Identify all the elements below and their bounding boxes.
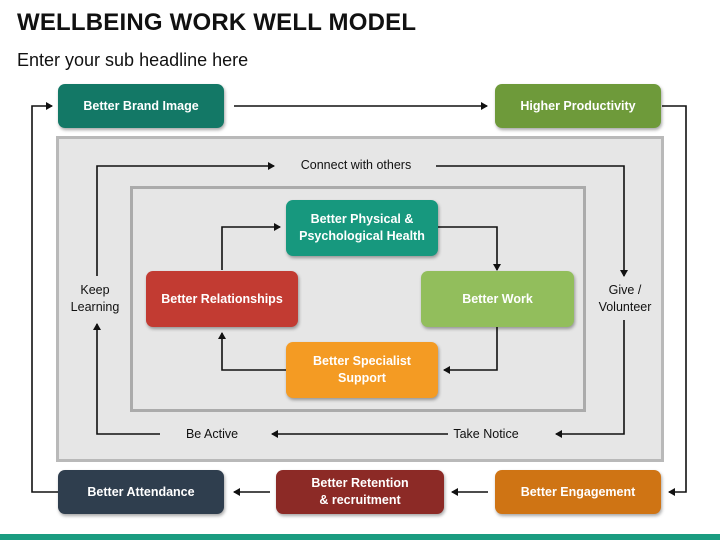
arrow-support-to-relationships: [218, 332, 286, 371]
better-engagement-box: Better Engagement: [495, 470, 661, 514]
arrow-learning-to-connect: [96, 162, 275, 276]
better-specialist-support-box: Better Specialist Support: [286, 342, 438, 398]
bottom-accent-bar: [0, 534, 720, 540]
give-volunteer-label: Give / Volunteer: [598, 283, 652, 314]
connect-with-others-label: Connect with others: [300, 158, 412, 172]
arrow-connect-to-give: [436, 165, 628, 277]
arrow-active-to-learning: [93, 323, 160, 435]
better-attendance-box: Better Attendance: [58, 470, 224, 514]
page-subtitle: Enter your sub headline here: [17, 50, 249, 70]
keep-learning-label: Keep Learning: [70, 283, 120, 314]
better-brand-image-box: Better Brand Image: [58, 84, 224, 128]
arrow-give-to-notice: [555, 320, 625, 438]
arrow-work-to-support: [443, 327, 498, 374]
arrow-health-to-work: [438, 226, 501, 271]
better-physical-psychological-health-box: Better Physical & Psychological Health: [286, 200, 438, 256]
be-active-label: Be Active: [185, 427, 239, 441]
arrow-attendance-to-brand: [31, 102, 58, 493]
higher-productivity-box: Higher Productivity: [495, 84, 661, 128]
arrow-relationships-to-health: [221, 223, 281, 270]
arrow-productivity-to-engagement: [662, 105, 687, 496]
better-work-box: Better Work: [421, 271, 574, 327]
take-notice-label: Take Notice: [453, 427, 519, 441]
page-title: WELLBEING WORK WELL MODEL: [17, 9, 417, 36]
better-relationships-box: Better Relationships: [146, 271, 298, 327]
better-retention-box: Better Retention & recruitment: [276, 470, 444, 514]
